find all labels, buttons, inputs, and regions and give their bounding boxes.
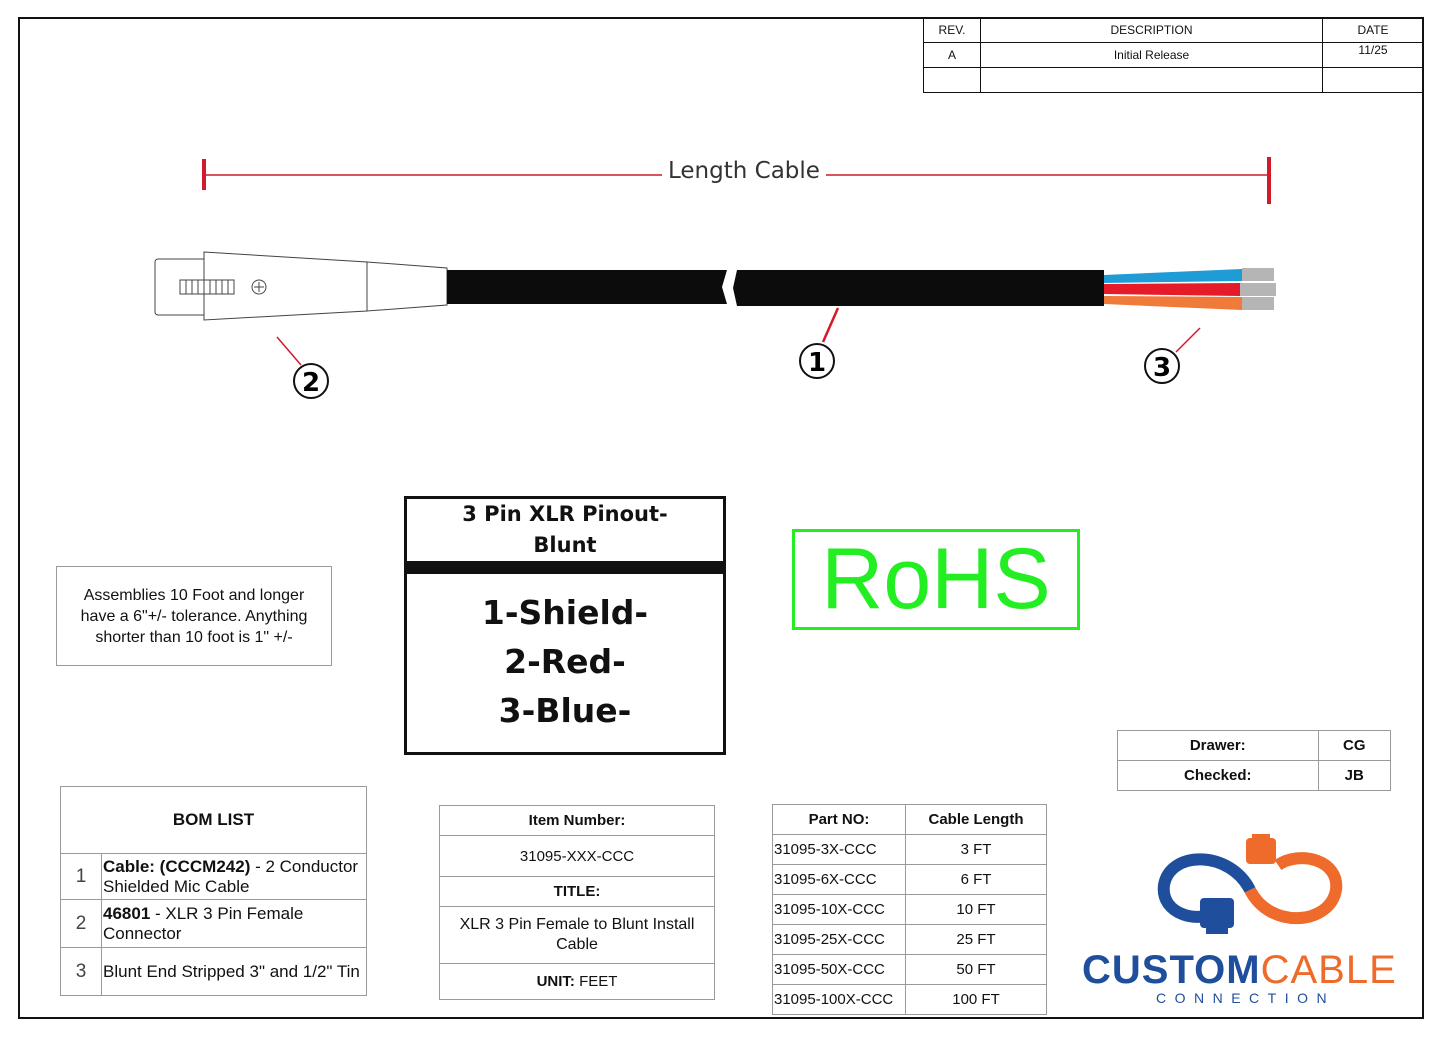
- pinout-line: 3-Blue-: [498, 691, 632, 730]
- cable-length: 3 FT: [905, 834, 1047, 865]
- drawer-value: CG: [1317, 730, 1391, 761]
- length-header: Cable Length: [905, 804, 1047, 835]
- pinout-line: 1-Shield-: [481, 593, 649, 632]
- pinout-line: 2-Red-: [504, 642, 626, 681]
- part-number: 31095-50X-CCC: [772, 954, 906, 985]
- drawer-label: Drawer:: [1117, 730, 1319, 761]
- pinout-box: 3 Pin XLR Pinout- Blunt 1-Shield- 2-Red-…: [404, 496, 726, 755]
- date-value: 11/25: [1322, 42, 1424, 68]
- part-header: Part NO:: [772, 804, 906, 835]
- checked-value: JB: [1317, 760, 1391, 791]
- rohs-badge: RoHS: [792, 529, 1080, 630]
- part-number: 31095-25X-CCC: [772, 924, 906, 955]
- bom-item-text: - XLR 3 Pin Female Connector: [103, 903, 304, 943]
- item-number-label: Item Number:: [439, 805, 715, 836]
- unit-cell: UNIT: FEET: [439, 963, 715, 1000]
- brand-wordmark: CUSTOMCABLE: [1082, 946, 1397, 994]
- bom-item-number: 3: [60, 947, 102, 996]
- cable-length: 25 FT: [905, 924, 1047, 955]
- signoff-table: Drawer: CG Checked: JB: [1117, 730, 1391, 791]
- part-number: 31095-10X-CCC: [772, 894, 906, 925]
- xlr-connector: [154, 251, 448, 321]
- bom-title: BOM LIST: [60, 786, 367, 854]
- wire-ends: [1104, 268, 1276, 310]
- bom-item: 46801 - XLR 3 Pin Female Connector: [101, 899, 367, 948]
- balloon-2: 2: [293, 363, 329, 399]
- pinout-title: 3 Pin XLR Pinout- Blunt: [462, 502, 668, 557]
- length-cable-label: Length Cable: [662, 158, 826, 184]
- item-number-value: 31095-XXX-CCC: [439, 835, 715, 877]
- pinout-divider: [407, 561, 723, 574]
- date-header: DATE: [1322, 17, 1424, 43]
- rev-value: [923, 67, 981, 93]
- unit-value: FEET: [574, 973, 618, 990]
- unit-label: UNIT:: [536, 973, 575, 990]
- brand-tagline: CONNECTION: [1156, 990, 1336, 1006]
- bom-item-part: Cable: (CCCM242): [103, 856, 251, 876]
- balloon-2-label: 2: [302, 368, 320, 398]
- part-number: 31095-6X-CCC: [772, 864, 906, 895]
- bom-item-number: 2: [60, 899, 102, 948]
- item-info-table: Item Number: 31095-XXX-CCC TITLE: XLR 3 …: [439, 805, 715, 1000]
- part-number: 31095-3X-CCC: [772, 834, 906, 865]
- bom-item: Blunt End Stripped 3" and 1/2" Tin: [101, 947, 367, 996]
- title-label: TITLE:: [439, 876, 715, 907]
- cable-length: 100 FT: [905, 984, 1047, 1015]
- bom-table: BOM LIST 1 Cable: (CCCM242) - 2 Conducto…: [60, 786, 367, 996]
- cable-jacket: [447, 270, 1104, 306]
- pinout-lines: 1-Shield- 2-Red- 3-Blue-: [407, 574, 723, 735]
- cable-drawing: 1 2 3: [154, 157, 1276, 399]
- bom-item-text: Blunt End Stripped 3" and 1/2" Tin: [103, 961, 360, 981]
- balloon-3-label: 3: [1153, 353, 1171, 383]
- brand-word-cable: CABLE: [1260, 948, 1397, 992]
- bom-item-part: 46801: [103, 903, 151, 923]
- bom-item-text: - 2 Conductor Shielded Mic Cable: [103, 856, 359, 896]
- balloon-1: 1: [799, 343, 835, 379]
- balloon-1-label: 1: [808, 348, 826, 378]
- brand-word-custom: CUSTOM: [1082, 948, 1261, 992]
- bom-item: Cable: (CCCM242) - 2 Conductor Shielded …: [101, 853, 367, 900]
- revision-table: REV. DESCRIPTION DATE A Initial Release …: [923, 17, 1424, 93]
- title-value: XLR 3 Pin Female to Blunt Install Cable: [439, 906, 715, 964]
- cable-length: 6 FT: [905, 864, 1047, 895]
- part-number: 31095-100X-CCC: [772, 984, 906, 1015]
- date-value: [1322, 67, 1424, 93]
- balloon-3: 3: [1144, 348, 1180, 384]
- brand-logo-icon: [1157, 834, 1343, 934]
- cable-length: 10 FT: [905, 894, 1047, 925]
- tolerance-note: Assemblies 10 Foot and longer have a 6"+…: [56, 566, 332, 666]
- cable-length: 50 FT: [905, 954, 1047, 985]
- checked-label: Checked:: [1117, 760, 1319, 791]
- description-header: DESCRIPTION: [980, 17, 1323, 43]
- bom-item-number: 1: [60, 853, 102, 900]
- drawing-frame: [18, 17, 1424, 1019]
